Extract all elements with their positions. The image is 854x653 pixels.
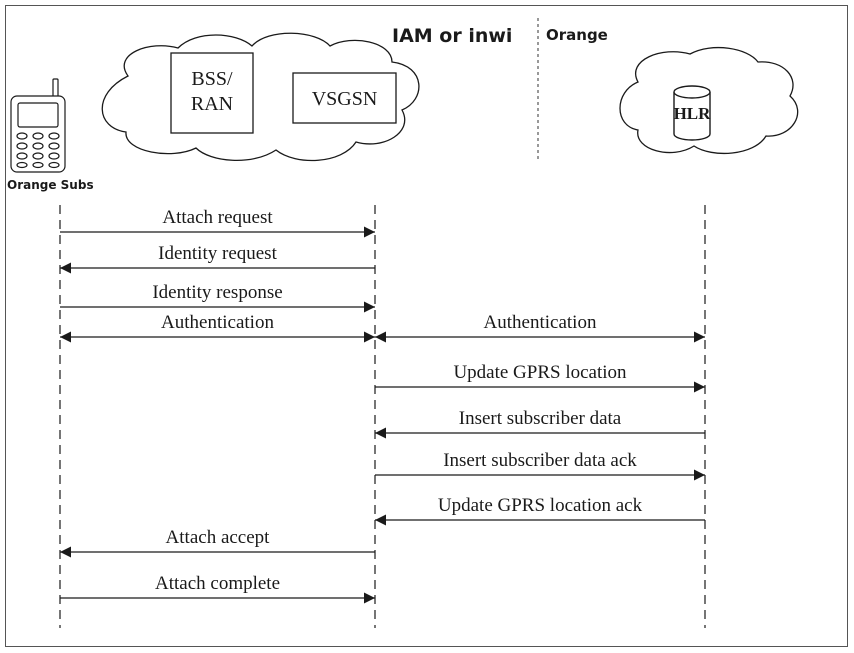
operator-label-right: Orange [546,26,608,44]
node-vsgsn-label: VSGSN [312,88,378,110]
message-label-8: Insert subscriber data ack [443,450,637,471]
outer-frame [5,5,848,647]
message-label-3: Identity response [152,282,282,303]
node-vsgsn-box [292,72,397,124]
node-hlr-label: HLR [674,104,712,123]
node-bss-label-line1: BSS/ [191,68,233,90]
message-label-6: Update GPRS location [453,362,627,383]
node-bss-ran-box [170,52,254,134]
message-label-4: Authentication [161,312,274,333]
subscriber-label: Orange Subs [7,178,94,192]
hlr-database-icon [673,85,711,141]
mobile-phone-icon [10,78,66,173]
node-bss-label-line2: RAN [191,93,233,115]
message-label-2: Identity request [158,243,277,264]
message-label-10: Attach accept [166,527,271,548]
message-label-1: Attach request [162,207,273,228]
message-label-9: Update GPRS location ack [438,495,643,516]
operator-label-left: IAM or inwi [392,25,512,47]
message-label-5: Authentication [484,312,597,333]
message-label-11: Attach complete [155,573,280,594]
message-label-7: Insert subscriber data [459,408,622,429]
